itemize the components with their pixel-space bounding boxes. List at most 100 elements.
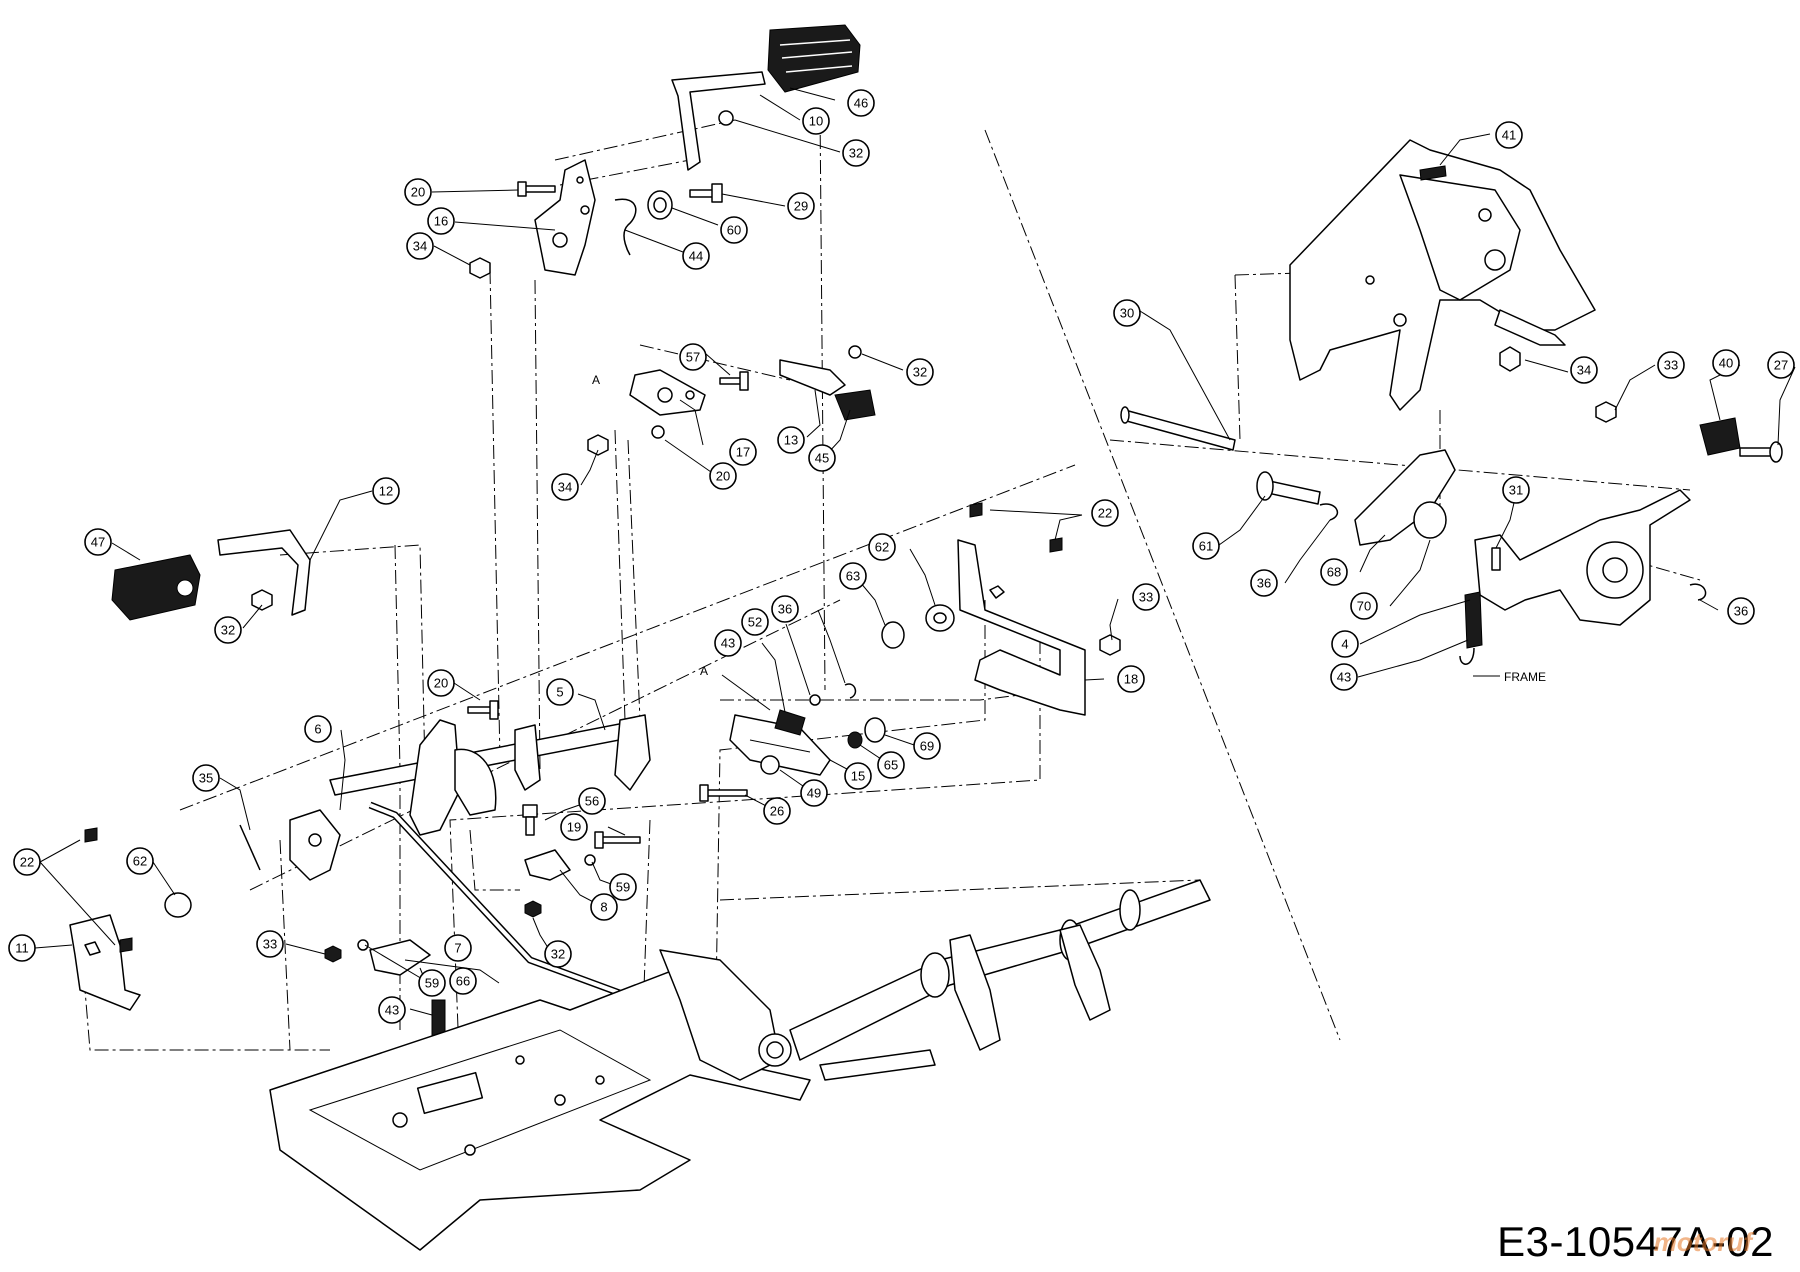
callout-4: 4 (1331, 630, 1359, 658)
svg-text:7: 7 (454, 941, 461, 956)
svg-text:32: 32 (849, 146, 863, 161)
spring-43-right (1459, 591, 1483, 665)
svg-text:10: 10 (809, 114, 823, 129)
svg-text:20: 20 (716, 469, 730, 484)
callout-32d: 32 (544, 940, 572, 968)
svg-text:62: 62 (875, 540, 889, 555)
spring-43-mid (774, 709, 806, 736)
nut-34-top (469, 257, 491, 279)
svg-text:22: 22 (1098, 506, 1112, 521)
svg-text:18: 18 (1124, 672, 1138, 687)
callout-32c: 32 (214, 616, 242, 644)
plate-17 (629, 369, 706, 416)
svg-text:31: 31 (1509, 483, 1523, 498)
callout-11: 11 (8, 934, 36, 962)
svg-text:19: 19 (567, 820, 581, 835)
svg-text:57: 57 (686, 350, 700, 365)
clip-36-mid (844, 683, 857, 699)
nut-33-far-right (1595, 401, 1617, 423)
callout-44: 44 (682, 242, 710, 270)
bracket-16 (534, 159, 596, 276)
svg-text:20: 20 (411, 185, 425, 200)
svg-text:43: 43 (721, 636, 735, 651)
callout-61: 61 (1192, 532, 1220, 560)
svg-text:34: 34 (558, 480, 572, 495)
svg-text:45: 45 (815, 451, 829, 466)
bushing-69 (864, 717, 886, 743)
svg-text:22: 22 (20, 855, 34, 870)
svg-text:59: 59 (425, 976, 439, 991)
svg-text:66: 66 (456, 974, 470, 989)
callout-30: 30 (1113, 299, 1141, 327)
washer-59-left (357, 939, 369, 951)
arm-68 (1354, 449, 1456, 546)
bracket-11 (69, 914, 141, 1011)
callout-22: 22 (1091, 499, 1119, 527)
svg-text:32: 32 (551, 947, 565, 962)
callout-34c: 34 (1570, 356, 1598, 384)
callout-12: 12 (372, 477, 400, 505)
pedal-arm-10 (671, 71, 766, 171)
svg-text:5: 5 (556, 685, 563, 700)
callout-15: 15 (844, 762, 872, 790)
nut-32-low (524, 900, 542, 918)
callout-49: 49 (800, 779, 828, 807)
svg-text:32: 32 (221, 623, 235, 638)
callout-43: 43 (714, 629, 742, 657)
bolt-57 (719, 371, 749, 391)
callout-32b: 32 (906, 358, 934, 386)
drawing-number: E3-10547A-02 (1497, 1218, 1774, 1265)
washer-49 (760, 755, 780, 775)
callout-40: 40 (1712, 349, 1740, 377)
ref-a-lower: A (700, 664, 708, 678)
callout-29: 29 (787, 192, 815, 220)
axle-tube (789, 879, 1211, 1061)
callout-36b: 36 (1250, 569, 1278, 597)
callout-32: 32 (842, 139, 870, 167)
svg-text:35: 35 (199, 771, 213, 786)
callout-69: 69 (913, 732, 941, 760)
frame-plate (269, 959, 811, 1251)
bushing-62-left (164, 892, 192, 918)
svg-text:30: 30 (1120, 306, 1134, 321)
svg-text:69: 69 (920, 739, 934, 754)
frame-label: FRAME (1504, 670, 1546, 684)
callout-16: 16 (427, 207, 455, 235)
bolt-20-mid (651, 425, 665, 439)
callout-70: 70 (1350, 592, 1378, 620)
callout-60: 60 (720, 216, 748, 244)
pin-35 (239, 824, 261, 871)
callout-26: 26 (763, 797, 791, 825)
svg-text:17: 17 (736, 445, 750, 460)
callout-63: 63 (839, 562, 867, 590)
svg-text:43: 43 (385, 1003, 399, 1018)
callout-65: 65 (877, 751, 905, 779)
svg-text:36: 36 (778, 602, 792, 617)
svg-text:33: 33 (1664, 358, 1678, 373)
bracket-8 (524, 849, 571, 881)
housing-right (1289, 139, 1596, 411)
callout-43b: 43 (378, 996, 406, 1024)
callout-66: 66 (449, 967, 477, 995)
svg-text:15: 15 (851, 769, 865, 784)
callout-57: 57 (679, 343, 707, 371)
nut-65 (847, 731, 863, 749)
bolt-22-left2 (119, 937, 133, 953)
svg-text:13: 13 (784, 433, 798, 448)
bolt-29 (689, 183, 723, 203)
nut-33-right (1099, 634, 1121, 656)
bracket-right-low (819, 924, 1111, 1081)
svg-text:52: 52 (748, 615, 762, 630)
nut-34-mid (587, 434, 609, 456)
callout-13: 13 (777, 426, 805, 454)
lever-6-left (289, 809, 341, 881)
nut-32-top (718, 110, 734, 126)
plate-4 (1474, 489, 1691, 626)
watermark-logo: motoruf (1653, 1227, 1752, 1257)
bushing-63 (881, 621, 905, 649)
bolt-26 (699, 784, 748, 802)
svg-text:40: 40 (1719, 356, 1733, 371)
callouts: 46 10 32 20 29 16 60 44 34 57 32 17 20 1… (8, 89, 1795, 1024)
svg-text:63: 63 (846, 569, 860, 584)
